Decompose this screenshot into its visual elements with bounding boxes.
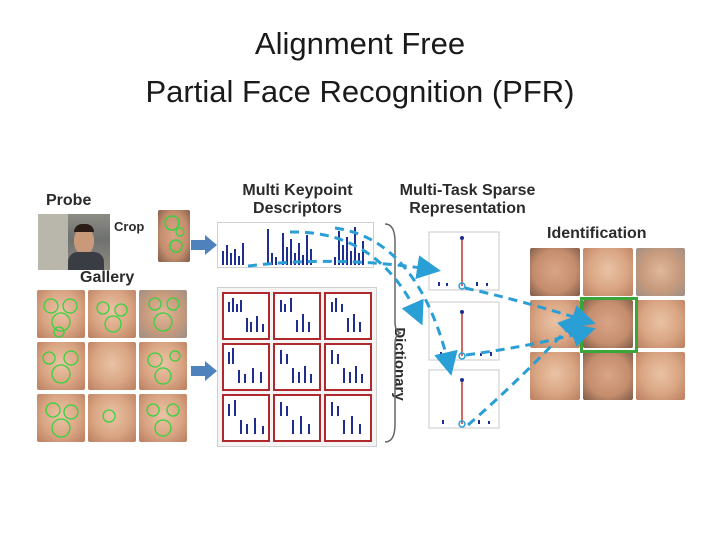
identification-grid: [530, 248, 685, 400]
candidate-face: [636, 300, 685, 348]
probe-label: Probe: [46, 192, 92, 209]
identified-box: [580, 297, 638, 353]
gallery-face: [88, 394, 136, 442]
candidate-face: [530, 300, 580, 348]
sparse-representation-label: Multi-Task Sparse Representation: [385, 182, 550, 218]
candidate-face: [636, 352, 685, 400]
crop-label: Crop: [114, 219, 145, 234]
gallery-face: [139, 342, 187, 390]
candidate-face: [583, 352, 633, 400]
descriptors-label-line2: Descriptors: [253, 200, 342, 217]
descriptor-panel: [217, 222, 374, 268]
keypoint-overlay: [42, 297, 181, 438]
gallery-grid: [37, 290, 189, 442]
dictionary-brace: [384, 223, 402, 443]
gallery-label: Gallery: [80, 269, 135, 286]
sparse-coefficient-plots: [428, 231, 500, 429]
slide-title-line2: Partial Face Recognition (PFR): [145, 74, 575, 109]
gallery-face: [37, 342, 85, 390]
block-arrow-right-icon: [191, 235, 217, 255]
dictionary-grid: [217, 287, 377, 447]
gallery-face: [88, 342, 136, 390]
candidate-face: [636, 248, 685, 296]
candidate-face: [530, 352, 580, 400]
descriptors-label: Multi Keypoint Descriptors: [225, 182, 370, 218]
sparse-label-line2: Representation: [409, 200, 526, 217]
sparse-label-line1: Multi-Task Sparse: [399, 182, 536, 199]
candidate-face: [530, 248, 580, 296]
identification-label: Identification: [547, 225, 647, 242]
cropped-probe-image: [158, 210, 190, 262]
descriptors-label-line1: Multi Keypoint: [242, 182, 353, 199]
gallery-face: [37, 394, 85, 442]
gallery-face: [139, 290, 187, 338]
dictionary-histograms: [228, 298, 363, 434]
candidate-face: [583, 248, 633, 296]
keypoint-mesh-icon: [164, 215, 185, 253]
gallery-face: [37, 290, 85, 338]
descriptor-histogram: [222, 227, 364, 265]
probe-image: [38, 214, 110, 270]
gallery-face: [88, 290, 136, 338]
gallery-face: [139, 394, 187, 442]
slide-title-line1: Alignment Free: [254, 26, 466, 61]
block-arrow-right-icon: [191, 361, 217, 381]
